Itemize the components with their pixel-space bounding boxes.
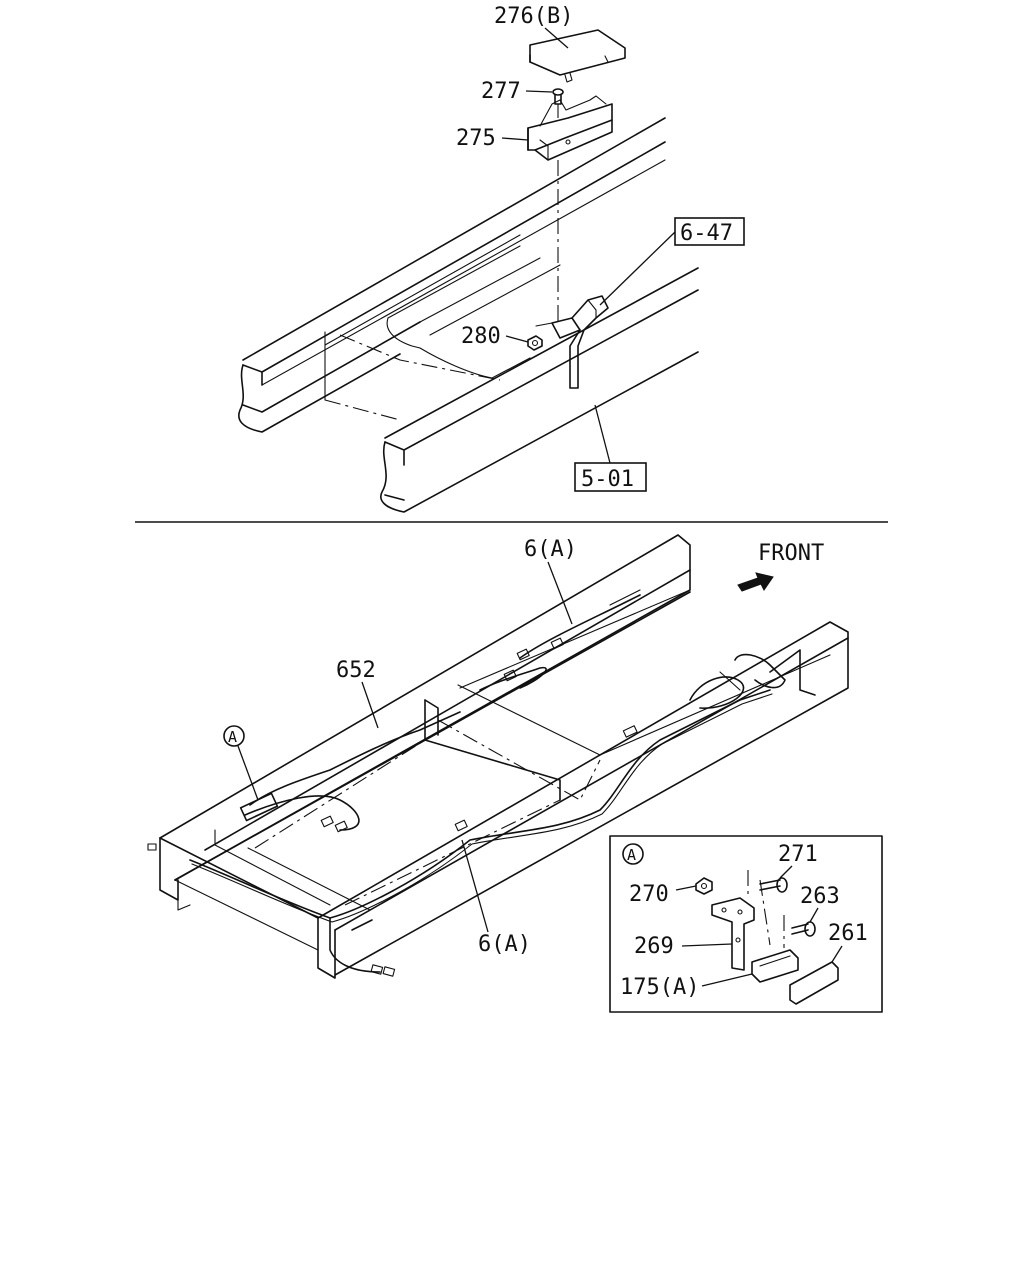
label-6a-top: 6(A)	[524, 537, 577, 562]
label-261: 261	[828, 921, 868, 946]
holder-box-part	[527, 95, 613, 161]
callout-277: 277	[481, 79, 553, 104]
detail-nut-part	[695, 877, 713, 895]
harness-right-end	[689, 649, 816, 709]
callout-6a-bottom: 6(A)	[461, 839, 531, 957]
cover-lid-part	[529, 29, 626, 83]
callout-276b: 276(B)	[494, 4, 573, 49]
harness-6a-upper	[479, 589, 641, 691]
callout-280: 280	[461, 324, 529, 349]
front-direction-indicator: FRONT	[737, 541, 824, 592]
chassis-frame	[159, 534, 849, 979]
ref-label-5-01: 5-01	[581, 467, 634, 492]
label-269: 269	[634, 934, 674, 959]
harness-6a	[147, 689, 773, 977]
nut-part	[527, 335, 543, 351]
label-263: 263	[800, 884, 840, 909]
front-arrow-icon	[737, 572, 774, 592]
label-175a: 175(A)	[620, 975, 699, 1000]
detail-bolt2-part	[791, 921, 816, 937]
detail-a-marker: A	[627, 846, 636, 864]
label-271: 271	[778, 842, 818, 867]
detail-connector-part	[751, 915, 799, 983]
lower-view: FRONT	[147, 534, 883, 1013]
frame-rails-upper	[238, 117, 699, 513]
mounting-bracket	[535, 295, 609, 389]
label-6a-bottom: 6(A)	[478, 932, 531, 957]
callout-circle-a: A	[223, 725, 259, 801]
ref-box-6-47: 6-47	[599, 217, 745, 306]
label-275: 275	[456, 126, 496, 151]
front-label: FRONT	[758, 541, 824, 566]
callout-275: 275	[456, 126, 529, 151]
label-280: 280	[461, 324, 501, 349]
harness-652	[239, 711, 461, 833]
detail-bracket-part	[711, 870, 771, 971]
upper-view: 276(B) 277 275 280 6-47 5-01	[238, 4, 745, 513]
label-277: 277	[481, 79, 521, 104]
label-276b: 276(B)	[494, 4, 573, 29]
callout-652: 652	[336, 658, 379, 729]
ref-box-5-01: 5-01	[574, 404, 647, 492]
ref-label-6-47: 6-47	[680, 221, 733, 246]
label-652: 652	[336, 658, 376, 683]
detail-a-panel: A	[609, 835, 883, 1013]
label-270: 270	[629, 882, 669, 907]
detail-bolt-part	[759, 877, 788, 893]
callout-6a-top: 6(A)	[524, 537, 577, 625]
label-circle-a: A	[228, 728, 237, 746]
